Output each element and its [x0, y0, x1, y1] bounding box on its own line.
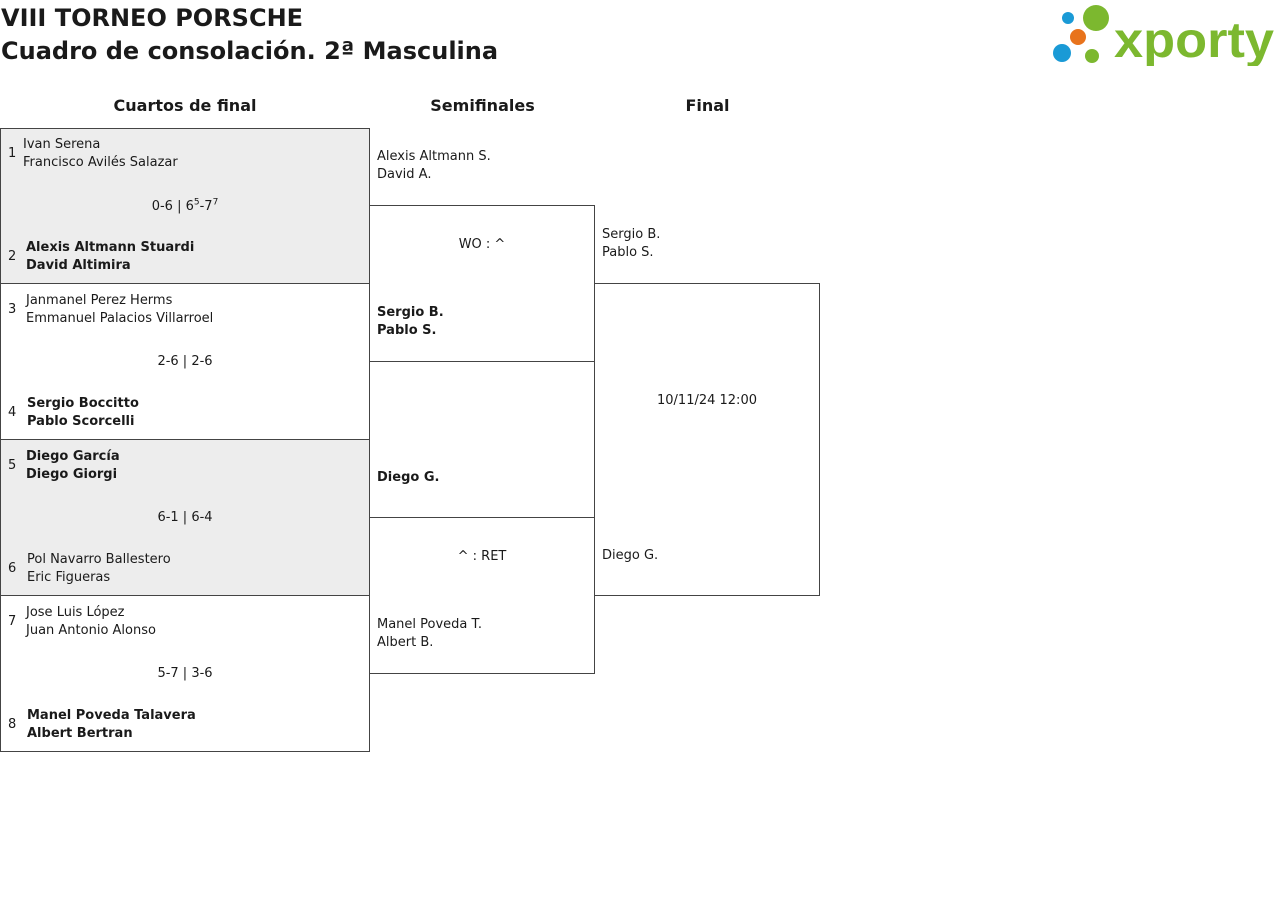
seed-number: 7 — [8, 614, 17, 629]
seed-number: 6 — [8, 561, 17, 576]
player-name: Alexis Altmann S. — [377, 149, 491, 164]
qf2-top-pair: Janmanel Perez Herms Emmanuel Palacios V… — [26, 292, 213, 328]
qf1-top-pair: Ivan Serena Francisco Avilés Salazar — [23, 136, 178, 172]
round-heading-semifinals: Semifinales — [430, 96, 535, 115]
logo-dot-blue — [1053, 44, 1071, 62]
qf1-bottom-pair-winner: Alexis Altmann Stuardi David Altimira — [26, 239, 194, 275]
player-name: Juan Antonio Alonso — [26, 623, 156, 638]
qf4-score: 5-7 | 3-6 — [157, 666, 213, 681]
round-heading-final: Final — [685, 96, 730, 115]
player-name: Eric Figueras — [27, 570, 111, 585]
qf1-score: 0-6 | 65-77 — [1, 198, 369, 216]
final-top-pair: Sergio B. Pablo S. — [602, 226, 660, 262]
final-datetime: 10/11/24 12:00 — [657, 393, 757, 408]
logo-dot-green-small — [1085, 49, 1099, 63]
logo-dot-orange — [1070, 29, 1086, 45]
seed-number: 4 — [8, 405, 17, 420]
sf1-top-pair: Alexis Altmann S. David A. — [377, 148, 491, 184]
player-name: Sergio B. — [602, 227, 661, 242]
player-name: Pablo S. — [377, 323, 437, 338]
qf4-bottom-pair-winner: Manel Poveda Talavera Albert Bertran — [27, 707, 196, 743]
player-name: David Altimira — [26, 258, 131, 273]
player-name: Francisco Avilés Salazar — [23, 155, 178, 170]
player-name: Sergio Boccitto — [27, 396, 139, 411]
player-name: Diego Giorgi — [26, 467, 118, 482]
qf-match-2[interactable]: 3 Janmanel Perez Herms Emmanuel Palacios… — [0, 283, 370, 440]
draw-subtitle: Cuadro de consolación. 2ª Masculina — [1, 37, 499, 65]
player-name: Sergio B. — [377, 305, 444, 320]
player-name: Pol Navarro Ballestero — [27, 552, 171, 567]
qf-match-3[interactable]: 5 Diego García Diego Giorgi 6-1 | 6-4 6 … — [0, 439, 370, 596]
sf2-top-pair-winner: Diego G. — [377, 469, 439, 487]
player-name: Manel Poveda Talavera — [27, 708, 196, 723]
player-name: Alexis Altmann Stuardi — [26, 240, 195, 255]
seed-number: 2 — [8, 249, 17, 264]
player-name: Manel Poveda T. — [377, 617, 483, 632]
tournament-title: VIII TORNEO PORSCHE — [1, 4, 304, 32]
round-heading-quarterfinals: Cuartos de final — [113, 96, 257, 115]
player-name: Albert B. — [377, 635, 434, 650]
player-name: Ivan Serena — [23, 137, 101, 152]
final-match[interactable]: 10/11/24 12:00 Diego G. — [594, 283, 820, 596]
sf1-score: WO : ^ — [458, 237, 506, 252]
score-set: 0-6 | 6 — [151, 199, 194, 214]
player-name: David A. — [377, 167, 432, 182]
logo-dot-blue-small — [1062, 12, 1074, 24]
qf4-top-pair: Jose Luis López Juan Antonio Alonso — [26, 604, 156, 640]
sf-match-2[interactable]: ^ : RET Manel Poveda T. Albert B. — [369, 517, 595, 674]
qf-match-4[interactable]: 7 Jose Luis López Juan Antonio Alonso 5-… — [0, 595, 370, 752]
player-name: Diego G. — [602, 548, 659, 563]
sf-match-1[interactable]: WO : ^ Sergio B. Pablo S. — [369, 205, 595, 362]
final-bottom-pair: Diego G. — [602, 547, 658, 565]
qf-match-1[interactable]: 1 Ivan Serena Francisco Avilés Salazar 0… — [0, 128, 370, 284]
logo-dot-green-large — [1083, 5, 1109, 31]
xporty-logo[interactable]: xporty — [1052, 4, 1276, 66]
player-name: Janmanel Perez Herms — [26, 293, 173, 308]
qf2-bottom-pair-winner: Sergio Boccitto Pablo Scorcelli — [27, 395, 139, 431]
player-name: Emmanuel Palacios Villarroel — [26, 311, 214, 326]
sf2-bottom-pair: Manel Poveda T. Albert B. — [377, 616, 482, 652]
player-name: Diego G. — [377, 470, 440, 485]
sf1-bottom-pair-winner: Sergio B. Pablo S. — [377, 304, 444, 340]
qf3-top-pair-winner: Diego García Diego Giorgi — [26, 448, 120, 484]
sf2-score: ^ : RET — [457, 549, 507, 564]
player-name: Jose Luis López — [26, 605, 125, 620]
score-tiebreak: 5 — [193, 197, 200, 208]
logo-wordmark: xporty — [1114, 12, 1274, 66]
player-name: Diego García — [26, 449, 120, 464]
qf3-score: 6-1 | 6-4 — [157, 510, 213, 525]
score-set: -7 — [199, 199, 213, 214]
seed-number: 3 — [8, 302, 17, 317]
qf2-score: 2-6 | 2-6 — [157, 354, 213, 369]
seed-number: 5 — [8, 458, 17, 473]
qf3-bottom-pair: Pol Navarro Ballestero Eric Figueras — [27, 551, 171, 587]
seed-number: 8 — [8, 717, 17, 732]
player-name: Pablo S. — [602, 245, 654, 260]
player-name: Albert Bertran — [27, 726, 133, 741]
player-name: Pablo Scorcelli — [27, 414, 135, 429]
score-tiebreak: 7 — [212, 197, 219, 208]
seed-number: 1 — [8, 146, 17, 161]
